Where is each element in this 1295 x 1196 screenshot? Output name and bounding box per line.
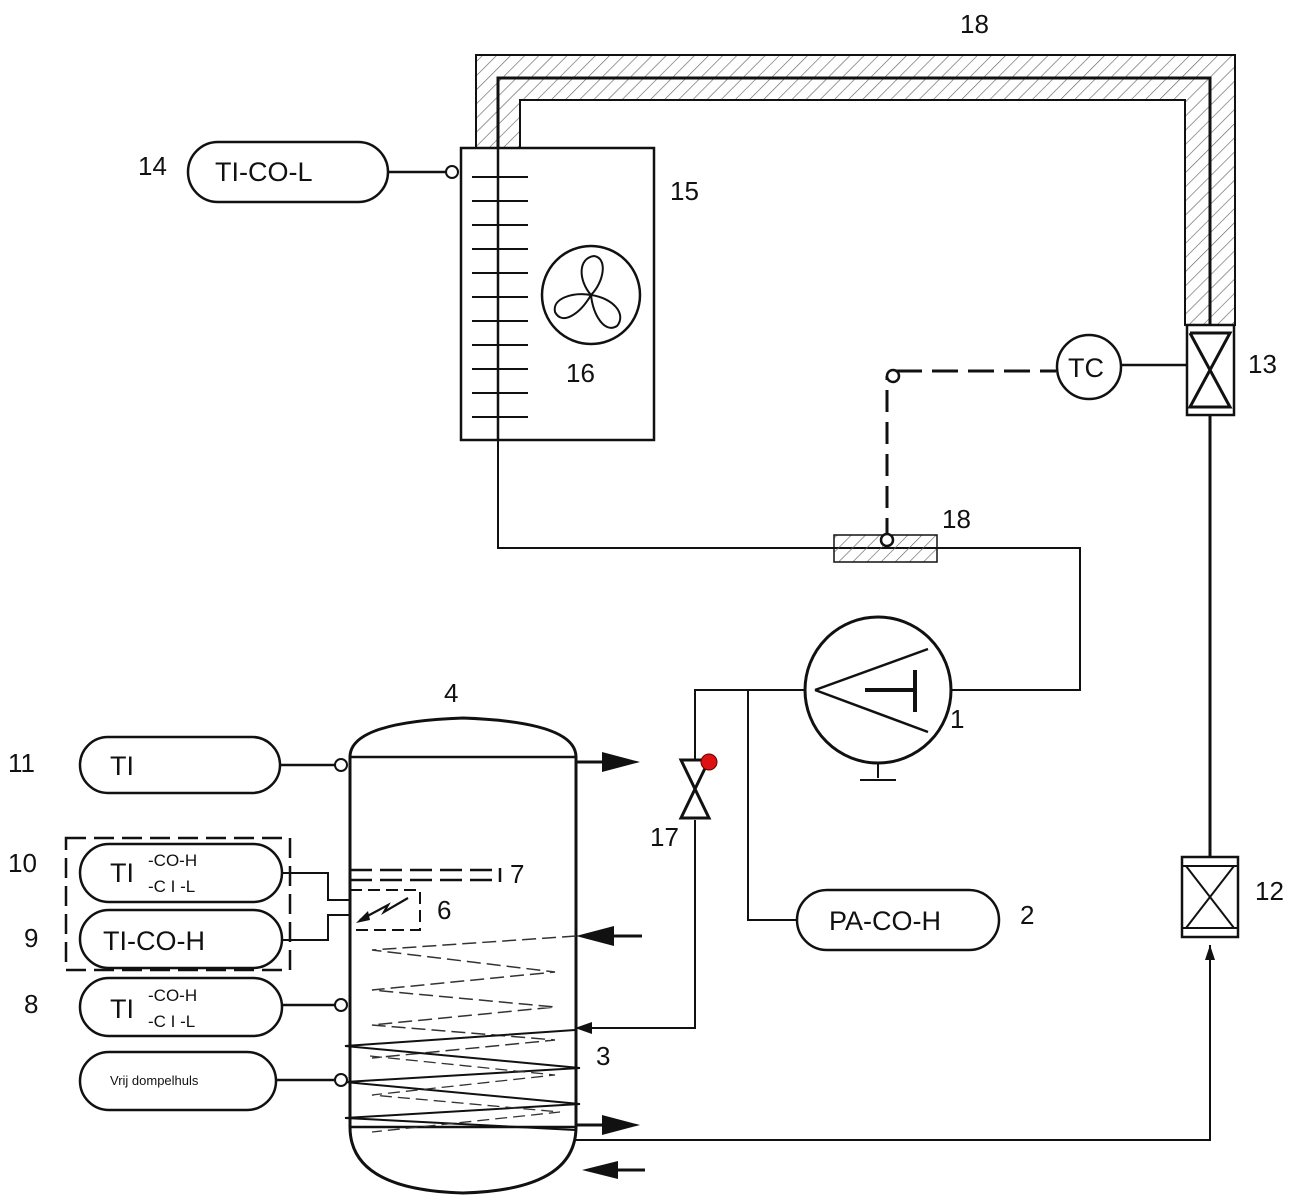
- sensor-port: [334, 998, 348, 1012]
- instrument-ti-8: TI -CO-H -C I -L: [78, 976, 348, 1038]
- reference-numbers: 18 14 15 16 13 18 4 1 11 17 10 7 12 6 2 …: [8, 9, 1284, 1071]
- tank-arrows: [576, 752, 645, 1179]
- pa-co-h-label: PA-CO-H: [829, 906, 941, 936]
- temperature-controller: TC: [1055, 333, 1123, 401]
- ref-1: 1: [950, 704, 964, 734]
- ref-11: 11: [8, 748, 35, 778]
- ref-8: 8: [24, 989, 38, 1019]
- ti-8-sup1: -CO-H: [148, 986, 197, 1005]
- heating-coil-dashed: [371, 935, 577, 1059]
- evaporator-unit: [459, 146, 656, 442]
- instrument-ti-10: TI -CO-H -C I -L: [78, 842, 284, 904]
- flow-arrow: [575, 1022, 592, 1034]
- ref-12: 12: [1255, 876, 1284, 906]
- piping: [350, 363, 1212, 1141]
- element-7: [350, 868, 502, 882]
- capillary-line: [879, 368, 1056, 548]
- ti-10-label: TI: [110, 858, 134, 888]
- ref-16: 16: [566, 358, 595, 388]
- instrument-vrij-dompelhuls: Vrij dompelhuls: [78, 1050, 348, 1112]
- ref-9: 9: [24, 923, 38, 953]
- compressor-icon: [803, 615, 953, 781]
- electric-heater-6: [349, 889, 421, 931]
- ref-14: 14: [138, 151, 167, 181]
- ref-18-mid: 18: [942, 504, 971, 534]
- instrument-ti-co-l: TI-CO-L: [186, 140, 459, 204]
- instrument-ti-co-h-9: TI-CO-H: [78, 908, 284, 970]
- ti-8-sup2: -C I -L: [148, 1012, 195, 1031]
- ti-10-sup1: -CO-H: [148, 851, 197, 870]
- filter-drier-12: [1180, 855, 1240, 939]
- ref-17: 17: [650, 822, 679, 852]
- sensor-port: [334, 758, 348, 772]
- flow-arrow: [1205, 945, 1215, 960]
- ref-4: 4: [444, 678, 458, 708]
- ref-10: 10: [8, 848, 37, 878]
- ref-18-top: 18: [960, 9, 989, 39]
- ti-10-sup2: -C I -L: [148, 877, 195, 896]
- vrij-label: Vrij dompelhuls: [110, 1073, 199, 1088]
- heat-exchanger-sleeve: [833, 534, 938, 563]
- ref-13: 13: [1248, 349, 1277, 379]
- ref-3: 3: [596, 1041, 610, 1071]
- storage-tank: [348, 716, 578, 1195]
- fan-icon: [540, 244, 642, 346]
- evaporator-fins: [472, 176, 528, 418]
- ref-15: 15: [670, 176, 699, 206]
- ti-co-h-9-label: TI-CO-H: [103, 926, 205, 956]
- instrument-pa-co-h: PA-CO-H: [795, 888, 1001, 952]
- safety-valve-17: [678, 753, 718, 820]
- expansion-valve-13: [1185, 323, 1236, 417]
- instrument-group-box: [64, 836, 292, 972]
- control-wiring: [282, 872, 350, 941]
- tc-label: TC: [1068, 353, 1104, 383]
- ref-2: 2: [1020, 900, 1034, 930]
- ref-6: 6: [437, 895, 451, 925]
- insulated-pipe: [475, 54, 1236, 326]
- sensor-port: [334, 1073, 348, 1087]
- sensor-port: [445, 165, 459, 179]
- ti-8-label: TI: [110, 994, 134, 1024]
- ti-11-label: TI: [110, 751, 134, 781]
- ref-7: 7: [510, 859, 524, 889]
- ti-co-l-label: TI-CO-L: [215, 157, 313, 187]
- instrument-ti-11: TI: [78, 735, 348, 795]
- sensor-dot: [700, 753, 718, 771]
